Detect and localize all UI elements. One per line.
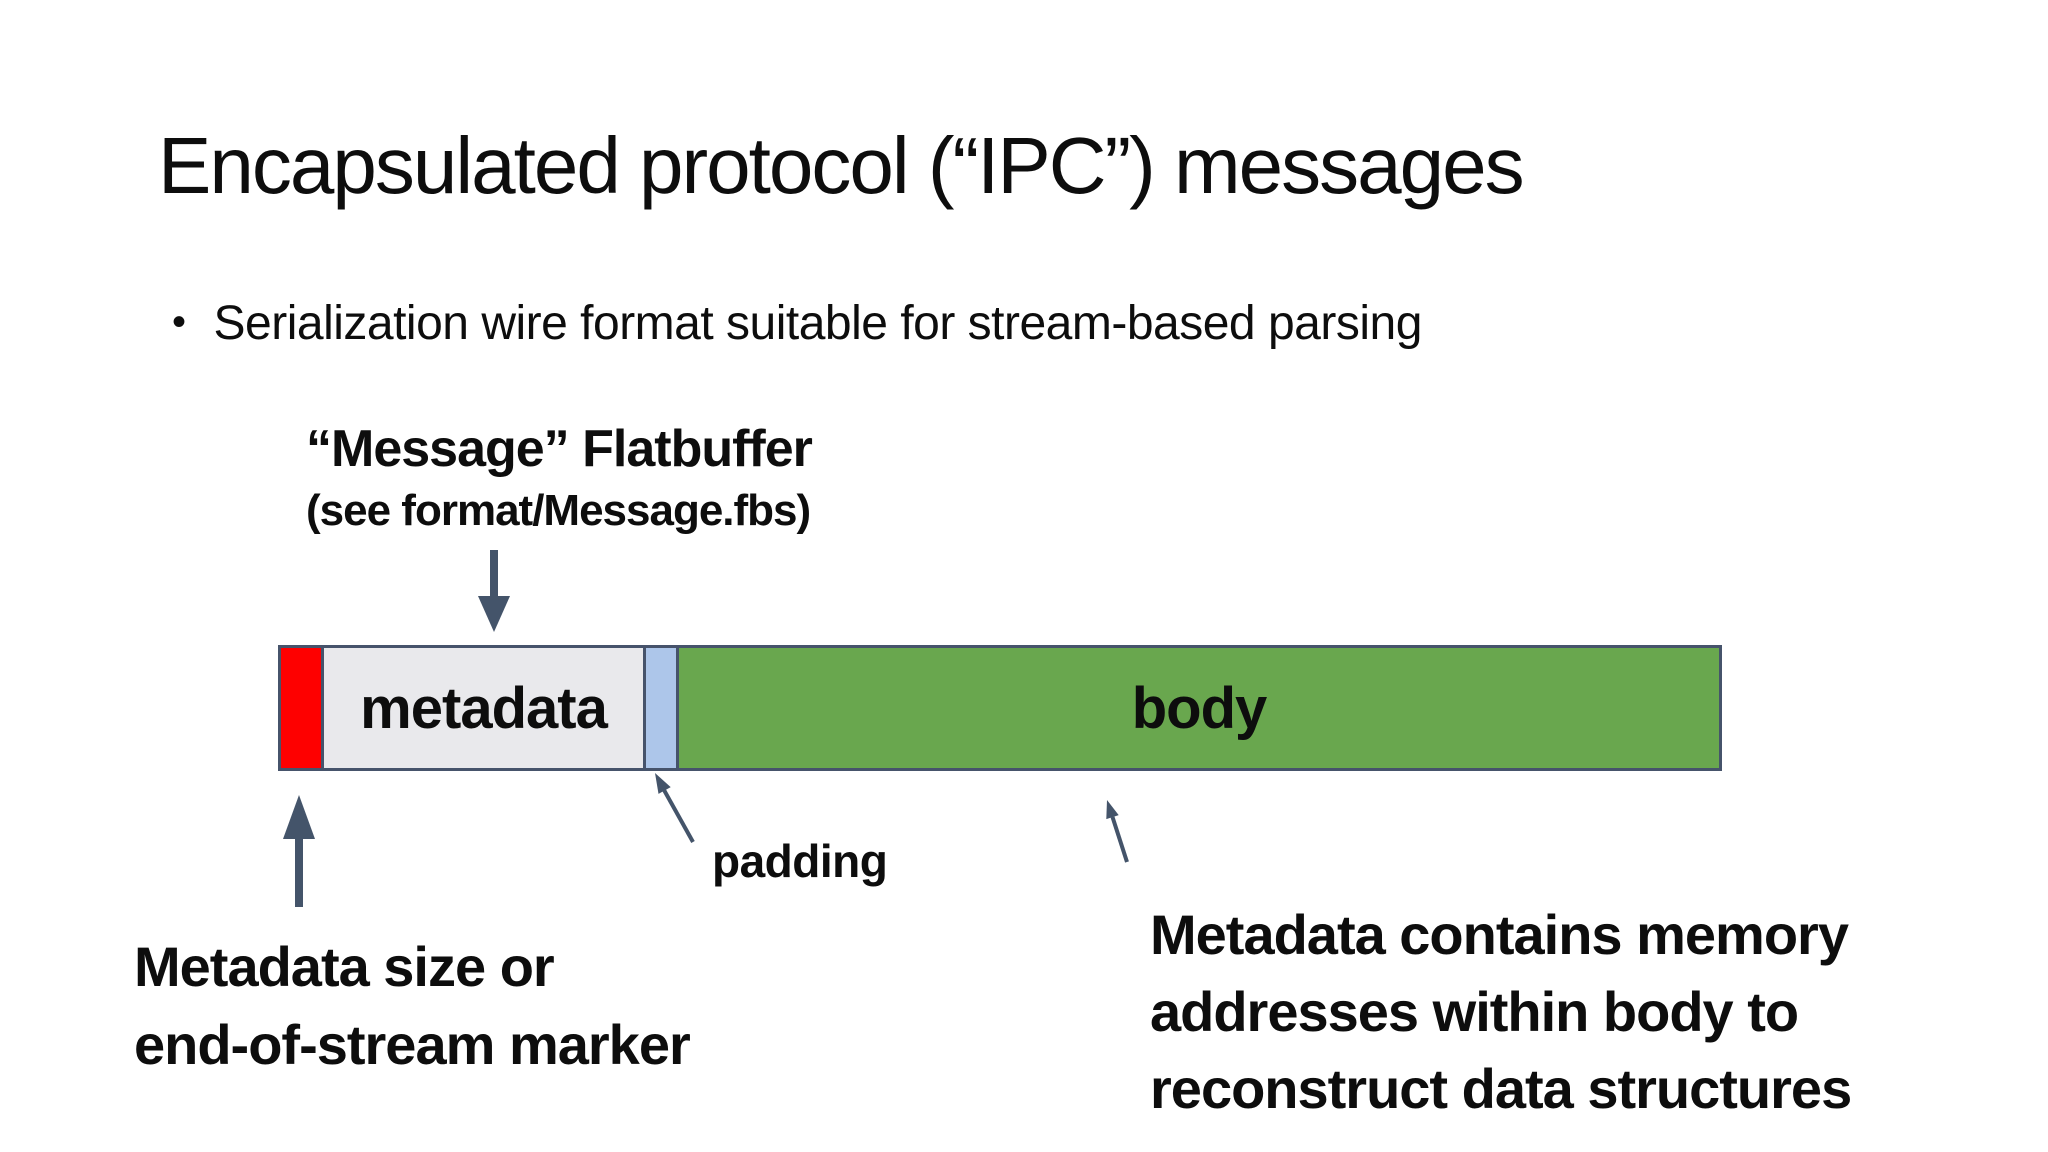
segment-metadata: metadata (321, 648, 643, 768)
segment-metadata-label: metadata (360, 675, 608, 741)
up-arrow-icon (283, 795, 315, 907)
message-bar: metadata body (278, 645, 1722, 771)
bullet-marker: • (172, 300, 186, 344)
padding-arrow-icon (655, 773, 695, 843)
size-marker-note: Metadata size or end-of-stream marker (134, 928, 691, 1084)
slide-title: Encapsulated protocol (“IPC”) messages (158, 121, 1525, 210)
size-marker-note-line2: end-of-stream marker (134, 1013, 691, 1076)
segment-body: body (676, 648, 1719, 768)
bullet-row: • Serialization wire format suitable for … (172, 296, 1422, 351)
segment-body-label: body (1131, 675, 1268, 741)
segment-size-prefix (281, 648, 321, 768)
flatbuffer-callout: “Message” Flatbuffer (see format/Message… (306, 416, 813, 540)
down-arrow-icon (478, 550, 510, 632)
body-note: Metadata contains memory addresses withi… (1150, 896, 1852, 1127)
body-note-line2: addresses within body to (1150, 980, 1799, 1043)
body-note-line1: Metadata contains memory (1150, 903, 1849, 966)
flatbuffer-callout-subtitle: (see format/Message.fbs) (306, 486, 811, 535)
bullet-text: Serialization wire format suitable for s… (213, 297, 1423, 350)
padding-label: padding (712, 835, 888, 887)
flatbuffer-callout-title: “Message” Flatbuffer (306, 420, 813, 478)
segment-padding (643, 648, 676, 768)
size-marker-note-line1: Metadata size or (134, 935, 555, 998)
body-arrow-icon (1106, 800, 1129, 863)
body-note-line3: reconstruct data structures (1150, 1057, 1852, 1120)
